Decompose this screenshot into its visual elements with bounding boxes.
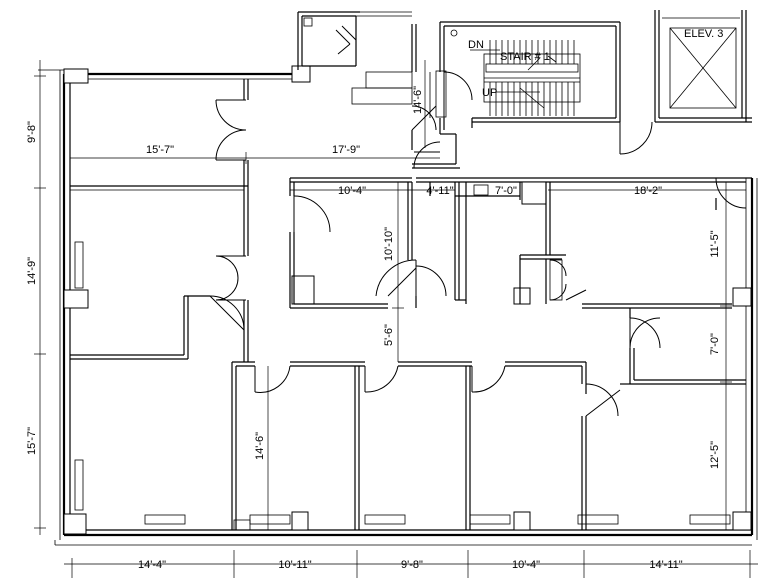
- room-labels: STAIR # 1 DN UP ELEV. 3: [468, 28, 723, 99]
- window-sills: [74, 241, 731, 531]
- stair-core: [411, 21, 621, 169]
- dim-left-mid: 14'-9": [26, 257, 38, 285]
- shaft-room: [297, 11, 413, 105]
- dim-left-bottom: 15'-7": [26, 427, 38, 455]
- stair-up-label: UP: [482, 87, 497, 99]
- dimension-lines: [34, 60, 758, 578]
- stair-treads: [489, 40, 575, 116]
- dim-room-b-width: 4'-11": [426, 185, 453, 197]
- dim-bottom-5: 14'-11": [649, 559, 682, 571]
- dim-room-a-width: 10'-4": [338, 185, 366, 197]
- dim-right-bottom: 12'-5": [709, 441, 721, 469]
- dim-room-c-width: 7'-0": [495, 185, 517, 197]
- dim-room-a-depth: 10'-10": [383, 227, 395, 261]
- dim-bottom-4: 10'-4": [512, 559, 540, 571]
- dim-bottom-3: 9'-8": [401, 559, 423, 571]
- dim-room-d-width: 18'-2": [634, 185, 662, 197]
- dim-bottom-2: 10'-11": [278, 559, 311, 571]
- dimension-labels: 9'-8" 14'-9" 15'-7" 15'-7" 17'-9" 14'-6"…: [26, 86, 721, 571]
- dim-office-depth: 14'-6": [254, 432, 266, 460]
- dim-bottom-1: 14'-4": [138, 559, 166, 571]
- structural-columns: [63, 65, 752, 535]
- stair-dn-label: DN: [468, 39, 484, 51]
- dim-top-mid-room: 17'-9": [332, 144, 360, 156]
- elevator-label: ELEV. 3: [684, 28, 723, 40]
- dim-right-top: 11'-5": [709, 230, 721, 257]
- dim-corridor: 5'-6": [383, 324, 395, 346]
- interior-walls: [70, 79, 752, 530]
- stair-label: STAIR # 1: [500, 51, 550, 63]
- dim-left-top: 9'-8": [26, 121, 38, 143]
- dim-right-mid: 7'-0": [709, 333, 721, 355]
- elevator-shaft: [654, 10, 752, 123]
- dim-stair-landing: 14'-6": [412, 86, 424, 114]
- dim-top-left-room: 15'-7": [146, 144, 174, 156]
- doors: [209, 71, 747, 417]
